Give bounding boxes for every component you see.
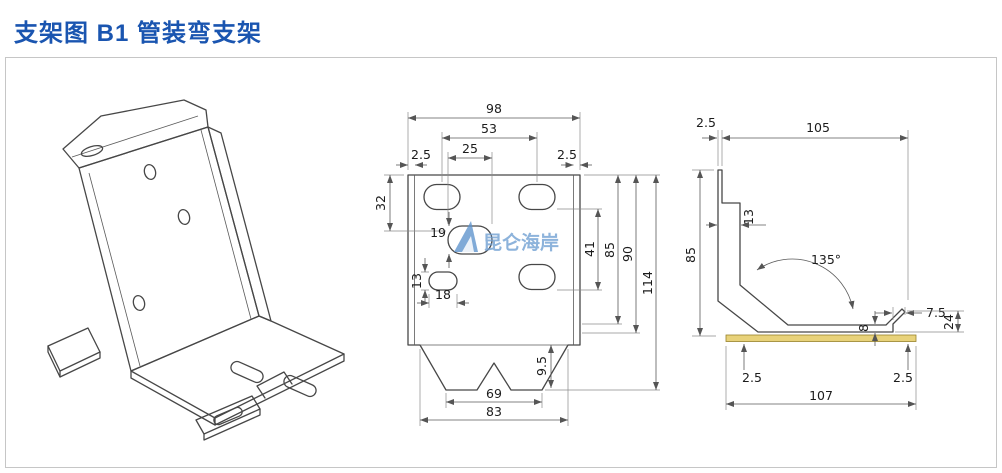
front-dim-13-label: 13	[409, 273, 424, 289]
front-dim-2-5-right: 2.5	[557, 147, 592, 168]
side-dim-105-label: 105	[806, 120, 830, 135]
front-dim-85: 85	[582, 175, 622, 325]
brand-logo-highlight	[462, 236, 474, 252]
side-dim-2-5-bottom-left: 2.5	[741, 344, 762, 385]
front-dim-114-label: 114	[640, 271, 655, 295]
front-dim-83: 83	[419, 349, 569, 426]
front-slot	[423, 183, 461, 211]
isometric-view	[47, 99, 345, 441]
front-dim-85-label: 85	[602, 242, 617, 258]
front-dim-41-label: 41	[582, 241, 597, 257]
iso-base-slot	[283, 374, 317, 398]
watermark-text: 昆仑海岸	[483, 231, 559, 254]
iso-main-plate	[78, 126, 260, 372]
side-dim-85: 85	[683, 169, 716, 337]
iso-base-flange	[130, 315, 345, 419]
front-dim-2-5-right-label: 2.5	[557, 147, 577, 162]
watermark: 昆仑海岸	[454, 221, 559, 254]
iso-plate-hole	[132, 294, 146, 312]
front-dim-53: 53	[441, 121, 538, 182]
front-slot	[518, 263, 556, 291]
side-dim-2-5-bl-label: 2.5	[742, 370, 762, 385]
side-dim-7-5: 7.5	[875, 305, 946, 320]
side-dim-8-label: 8	[856, 324, 871, 332]
front-outline	[407, 174, 581, 391]
iso-tab-slot	[213, 406, 243, 426]
iso-base-notch	[256, 371, 293, 399]
side-dim-7-5-label: 7.5	[926, 305, 946, 320]
iso-side-flange	[207, 126, 272, 322]
side-dim-135-label: 135°	[811, 252, 841, 267]
page-title: 支架图 B1 管装弯支架	[14, 20, 263, 47]
side-dim-24: 24	[895, 310, 964, 333]
side-dim-85-label: 85	[683, 247, 698, 263]
side-dim-2-5-top-label: 2.5	[696, 115, 716, 130]
side-dim-13: 13	[706, 209, 766, 228]
front-dim-41: 41	[557, 208, 602, 291]
iso-plate-hole	[143, 163, 157, 181]
front-dim-32-label: 32	[373, 195, 388, 211]
front-view: 98 53 25 2.5 2.5 32	[373, 101, 660, 426]
side-gasket-strip	[725, 334, 917, 342]
front-dim-53-label: 53	[481, 121, 497, 136]
side-dim-135: 135°	[756, 252, 855, 310]
front-dim-32: 32	[373, 174, 446, 232]
iso-left-foot	[47, 327, 101, 372]
front-dim-25-label: 25	[462, 141, 478, 156]
side-dim-105: 105	[722, 120, 909, 300]
front-dim-98-label: 98	[486, 101, 502, 116]
side-dim-8: 8	[856, 311, 878, 346]
front-dim-13: 13	[409, 258, 429, 304]
front-dim-19: 19	[430, 212, 452, 268]
side-profile	[717, 169, 906, 333]
side-dim-107: 107	[725, 346, 917, 410]
front-dim-2-5-left-label: 2.5	[411, 147, 431, 162]
front-dim-69: 69	[445, 386, 543, 408]
side-dim-2-5-bottom-right: 2.5	[893, 344, 913, 385]
side-dim-2-5-br-label: 2.5	[893, 370, 913, 385]
front-dim-114: 114	[545, 174, 660, 391]
iso-ear-hole	[80, 144, 104, 158]
front-dim-9-5: 9.5	[534, 345, 554, 388]
front-dim-18: 18	[417, 287, 469, 308]
iso-front-tab	[195, 395, 261, 435]
front-dim-98: 98	[407, 101, 581, 170]
front-slot	[428, 271, 458, 291]
front-dim-25: 25	[447, 141, 493, 224]
side-dim-13-label: 13	[741, 209, 756, 225]
front-bend-lines	[414, 175, 574, 345]
front-dim-18-label: 18	[435, 287, 451, 302]
side-dim-2-5-top: 2.5	[696, 115, 723, 166]
front-dim-2-5-left: 2.5	[396, 147, 431, 168]
front-dim-83-label: 83	[486, 404, 502, 419]
front-dim-9-5-label: 9.5	[534, 356, 549, 376]
side-dim-107-label: 107	[809, 388, 833, 403]
front-dim-90: 90	[582, 175, 640, 334]
front-dim-90-label: 90	[620, 246, 635, 262]
iso-base-slot	[230, 360, 264, 384]
iso-plate-hole	[177, 208, 191, 226]
side-dim-24-label: 24	[941, 314, 956, 330]
front-slot	[518, 183, 556, 211]
front-dim-19-label: 19	[430, 225, 446, 240]
side-view: 2.5 105 13 85 135° 7.5	[683, 115, 964, 410]
front-dim-69-label: 69	[486, 386, 502, 401]
